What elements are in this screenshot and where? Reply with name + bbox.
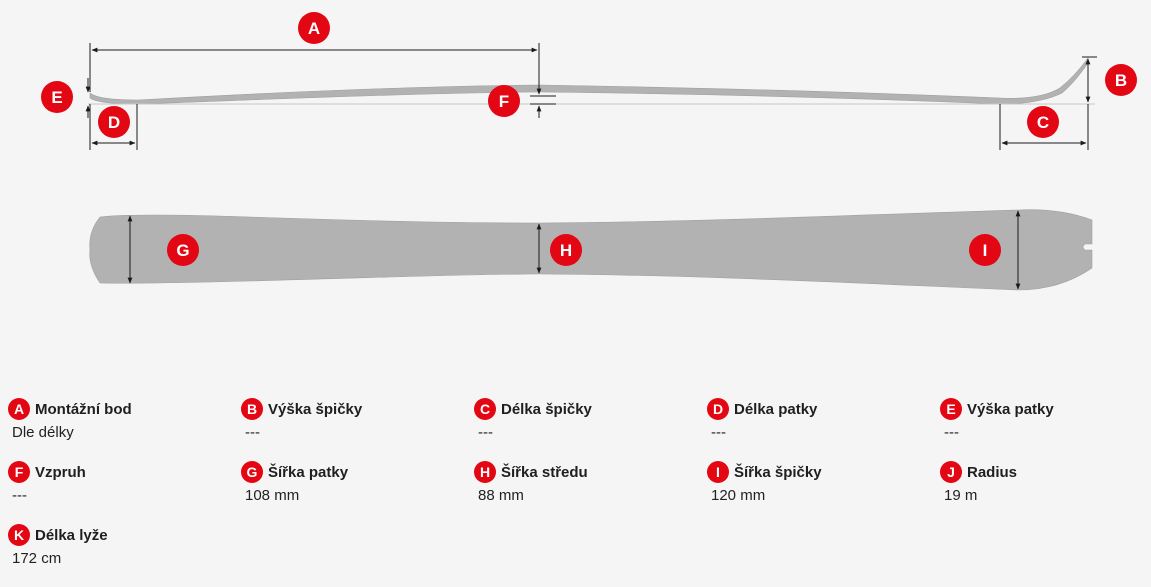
marker-g-letter: G — [176, 241, 189, 260]
marker-i-badge: I — [969, 234, 1001, 266]
legend-item-f: F Vzpruh --- — [8, 460, 228, 504]
legend-label-a: Montážní bod — [35, 400, 132, 418]
ski-top-view — [89, 209, 1093, 291]
legend-label-j: Radius — [967, 463, 1018, 481]
dimension-c — [999, 104, 1089, 150]
legend-item-h: H Šířka středu 88 mm — [474, 460, 694, 504]
legend-value-c: --- — [478, 424, 493, 441]
legend-value-a: Dle délky — [12, 424, 74, 441]
legend-badge-e: E — [940, 398, 962, 420]
legend-item-k: K Délka lyže 172 cm — [8, 523, 228, 567]
legend-label-d: Délka patky — [734, 400, 818, 418]
legend-item-c: C Délka špičky --- — [474, 397, 694, 441]
legend-label-f: Vzpruh — [35, 463, 86, 481]
legend-label-e: Výška patky — [967, 400, 1054, 418]
marker-e-badge: E — [41, 81, 73, 113]
marker-i-letter: I — [983, 241, 988, 260]
legend-value-d: --- — [711, 424, 726, 441]
legend-value-i: 120 mm — [711, 487, 766, 504]
legend-item-j: J Radius 19 m — [940, 460, 1151, 504]
marker-b-letter: B — [1115, 71, 1127, 90]
marker-e-letter: E — [51, 88, 62, 107]
dimension-d — [89, 104, 138, 150]
marker-h-badge: H — [550, 234, 582, 266]
marker-d-letter: D — [108, 113, 120, 132]
legend-value-h: 88 mm — [478, 487, 524, 504]
dimension-b — [1082, 56, 1097, 103]
legend-badge-i: I — [707, 461, 729, 483]
legend-value-j: 19 m — [944, 487, 978, 504]
marker-f-letter: F — [499, 92, 509, 111]
legend-item-i: I Šířka špičky 120 mm — [707, 460, 927, 504]
marker-c-letter: C — [1037, 113, 1049, 132]
legend-label-b: Výška špičky — [268, 400, 363, 418]
marker-f-badge: F — [488, 85, 520, 117]
legend-badge-g: G — [241, 461, 263, 483]
legend-badge-b: B — [241, 398, 263, 420]
marker-d-badge: D — [98, 106, 130, 138]
legend-badge-d: D — [707, 398, 729, 420]
legend-value-e: --- — [944, 424, 959, 441]
legend-badge-k: K — [8, 524, 30, 546]
legend-value-g: 108 mm — [245, 487, 300, 504]
ski-diagram: A B C D E F G H I — [41, 12, 1137, 291]
legend-badge-j: J — [940, 461, 962, 483]
legend-value-f: --- — [12, 487, 27, 504]
legend-badge-a: A — [8, 398, 30, 420]
legend-item-d: D Délka patky --- — [707, 397, 927, 441]
legend-item-e: E Výška patky --- — [940, 397, 1151, 441]
legend-value-b: --- — [245, 424, 260, 441]
marker-a-letter: A — [308, 19, 320, 38]
legend-label-h: Šířka středu — [501, 463, 588, 481]
legend-label-k: Délka lyže — [35, 526, 108, 544]
marker-c-badge: C — [1027, 106, 1059, 138]
marker-h-letter: H — [560, 241, 572, 260]
legend-badge-c: C — [474, 398, 496, 420]
legend-label-c: Délka špičky — [501, 400, 592, 418]
legend-item-g: G Šířka patky 108 mm — [241, 460, 461, 504]
legend-item-a: A Montážní bod Dle délky — [8, 397, 228, 441]
legend-badge-f: F — [8, 461, 30, 483]
marker-a-badge: A — [298, 12, 330, 44]
marker-g-badge: G — [167, 234, 199, 266]
legend-value-k: 172 cm — [12, 550, 62, 567]
legend-label-i: Šířka špičky — [734, 463, 822, 481]
legend-item-b: B Výška špičky --- — [241, 397, 461, 441]
legend-badge-h: H — [474, 461, 496, 483]
dimension-f — [530, 80, 556, 118]
marker-b-badge: B — [1105, 64, 1137, 96]
legend-label-g: Šířka patky — [268, 463, 349, 481]
